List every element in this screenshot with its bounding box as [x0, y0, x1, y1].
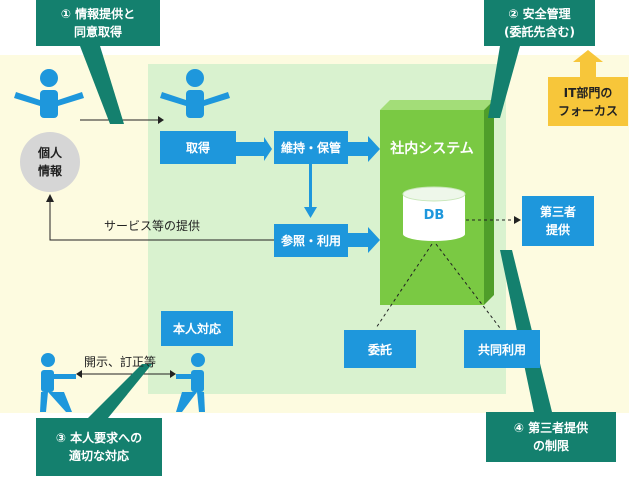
arrow-db-third-party-head — [514, 216, 521, 224]
callout-consent-line1: ① 情報提供と — [60, 7, 136, 21]
arrow-service — [49, 200, 275, 241]
arrow-maintain-reference — [309, 163, 312, 207]
db-cylinder-bottom — [403, 227, 465, 241]
callout-consent-line2: 同意取得 — [73, 25, 122, 39]
db-cylinder-top — [402, 186, 466, 202]
arrow-to-acquire-head — [158, 116, 164, 124]
system-title: 社内システム — [390, 141, 474, 157]
callout-request-line1: ③ 本人要求への — [55, 431, 143, 445]
service-label: サービス等の提供 — [104, 219, 201, 233]
maintain-box: 維持・保管 — [274, 131, 348, 164]
acquire-box: 取得 — [160, 131, 236, 164]
person-icon-top-left — [14, 69, 84, 118]
callout-consent: ① 情報提供と 同意取得 — [36, 0, 160, 46]
callout-third-party-line1: ④ 第三者提供 — [513, 421, 589, 435]
arrow-reference-system — [348, 227, 380, 253]
outsource-box: 委託 — [344, 330, 416, 368]
it-focus-line2: フォーカス — [557, 103, 618, 118]
callout-third-party: ④ 第三者提供 の制限 — [486, 412, 616, 462]
person-icon-bottom-right — [176, 353, 205, 412]
reference-box: 参照・利用 — [274, 224, 348, 257]
arrow-disclosure-right-head — [170, 370, 176, 378]
third-party-line2: 提供 — [545, 223, 570, 237]
person-response-box: 本人対応 — [161, 311, 233, 346]
callout-request-line2: 適切な対応 — [68, 449, 129, 463]
it-focus-line1: IT部門の — [563, 85, 613, 100]
arrow-acquire-maintain — [236, 137, 272, 161]
arrow-maintain-reference-head — [304, 207, 317, 218]
person-icon-top-center — [160, 69, 230, 118]
callout-security: ② 安全管理 (委託先含む) — [484, 0, 595, 46]
arrow-disclosure-left-head — [76, 370, 82, 378]
personal-info-circle: 個人 情報 — [20, 132, 80, 192]
it-focus-box: IT部門の フォーカス — [548, 77, 628, 126]
person-icon-bottom-left — [40, 353, 76, 412]
callout-request-pointer — [88, 364, 152, 418]
callout-request: ③ 本人要求への 適切な対応 — [36, 418, 162, 476]
callout-security-pointer — [488, 46, 520, 118]
disclosure-label: 開示、訂正等 — [84, 355, 157, 369]
db-label: DB — [423, 208, 445, 223]
arrow-maintain-system — [348, 136, 380, 162]
third-party-line1: 第三者 — [539, 205, 576, 219]
callout-consent-pointer — [80, 46, 124, 124]
third-party-box: 第三者 提供 — [522, 196, 594, 246]
joint-use-box: 共同利用 — [464, 330, 540, 368]
callout-third-party-line2: の制限 — [532, 439, 569, 453]
system-box-top — [380, 100, 494, 110]
personal-info-line1: 個人 — [37, 146, 62, 160]
system-box-side — [484, 100, 494, 305]
arrow-service-head — [46, 194, 54, 202]
personal-info-line2: 情報 — [37, 164, 62, 178]
line-db-outsource — [375, 243, 433, 329]
up-arrow-icon — [573, 50, 603, 77]
callout-security-line1: ② 安全管理 — [508, 7, 571, 21]
callout-security-line2: (委託先含む) — [504, 25, 575, 39]
